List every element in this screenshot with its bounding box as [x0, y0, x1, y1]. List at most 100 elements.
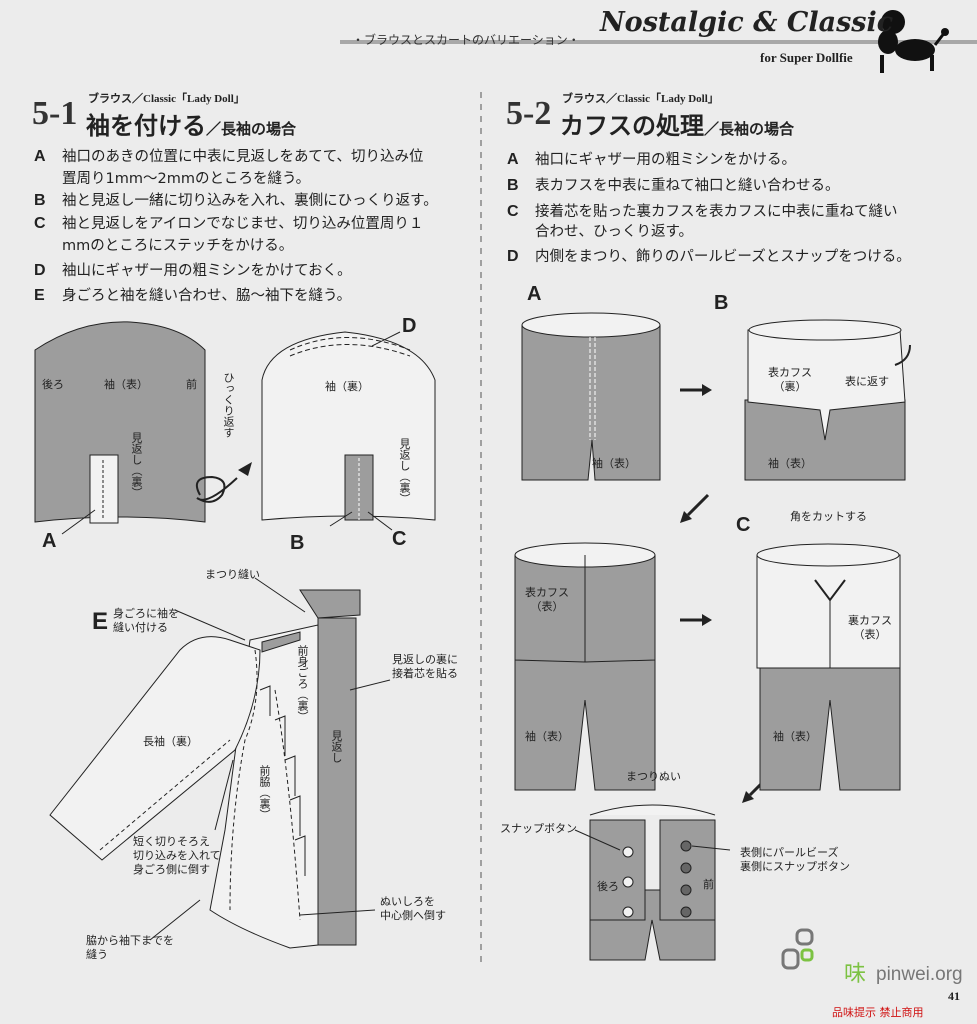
label-sleeve: 袖（表） — [768, 457, 812, 470]
page-number: 41 — [948, 989, 960, 1003]
step-c: C 袖と見返しをアイロンでなじませ、切り込み位置周り１ mmのところにステッチを… — [34, 214, 474, 258]
header-rule — [340, 40, 977, 44]
label-long-sleeve: 長袖（裏） — [143, 735, 198, 748]
section-title: 袖を付ける／長袖の場合 — [86, 106, 296, 141]
step-text: 表カフスを中表に重ねて袖口と縫い合わせる。 — [535, 178, 840, 194]
label-line: 身ごろに袖を — [113, 607, 179, 620]
marker-a: A — [42, 530, 57, 552]
marker-c: C — [736, 514, 751, 536]
label-sleeve-front: 袖（表） — [104, 378, 148, 391]
snap-button-icons — [622, 846, 634, 918]
step-text: 置周り1mm〜2mmのところを縫う。 — [62, 171, 311, 187]
brand-subtitle: for Super Dollfie — [760, 50, 853, 65]
label-turn-over: ひっくり返す — [222, 372, 235, 438]
label-sleeve: 袖（表） — [525, 730, 569, 743]
marker-e: E — [92, 608, 109, 635]
label-interfacing: 見返しの裏に接着芯を貼る — [392, 653, 458, 681]
watermark-logo-icon — [781, 928, 814, 970]
step-b: B 袖と見返し一緒に切り込みを入れ、裏側にひっくり返す。 — [34, 191, 474, 213]
marker-b: B — [714, 292, 729, 314]
step-text: 内側をまつり、飾りのパールビーズとスナップをつける。 — [535, 249, 911, 265]
label-blind-stitch: まつり縫い — [205, 568, 260, 581]
step-b: B 表カフスを中表に重ねて袖口と縫い合わせる。 — [507, 176, 957, 198]
label-facing-strip: 見返し — [330, 730, 343, 763]
label-sew-side: 脇から袖下までを縫う — [86, 934, 174, 962]
step-letter: B — [507, 177, 519, 194]
label-sleeve: 袖（表） — [773, 730, 817, 743]
label-cut-corner: 角をカットする — [790, 510, 867, 523]
step-text: 袖口にギャザー用の粗ミシンをかける。 — [535, 152, 796, 168]
section-number: 5-2 — [506, 95, 552, 132]
section-title-main: 袖を付ける — [86, 112, 206, 140]
label-back: 後ろ — [597, 880, 619, 893]
facing-shape — [89, 454, 119, 524]
label-sleeve: 袖（表） — [592, 457, 636, 470]
section-kicker: ブラウス／Classic「Lady Doll」 — [88, 93, 245, 105]
label-cuff: 表カフス（裏） — [768, 366, 812, 394]
watermark-logo-char: 味 — [844, 961, 867, 986]
label-front: 前 — [186, 378, 197, 391]
label-line: 表カフス — [768, 366, 812, 379]
sleeve-right-side-shape — [34, 321, 206, 523]
turn-arrow-icon — [196, 475, 238, 503]
label-line: （表） — [530, 600, 564, 613]
label-flip: 表に返す — [845, 375, 889, 388]
label-line: （表） — [853, 628, 887, 641]
step-text: 袖と見返し一緒に切り込みを入れ、裏側にひっくり返す。 — [62, 193, 438, 209]
step-letter: A — [34, 148, 46, 165]
series-title: ・ブラウスとスカートのバリエーション・ — [352, 33, 580, 47]
label-line: 裏側にスナップボタン — [740, 860, 850, 873]
section-title-sub: ／長袖の場合 — [704, 120, 795, 138]
cuff-c2-shape — [756, 554, 901, 669]
label-line: 縫う — [86, 948, 108, 961]
pearl-bead-icons — [680, 840, 692, 918]
label-seam-allowance: ぬいしろを中心側へ倒す — [380, 895, 446, 923]
label-cuff: 表カフス（表） — [525, 586, 569, 614]
step-letter: C — [34, 215, 46, 232]
step-letter: E — [34, 287, 45, 304]
label-facing: 見返し（裏） — [398, 438, 411, 504]
step-d: D 袖山にギャザー用の粗ミシンをかけておく。 — [34, 261, 474, 283]
collar-shape — [299, 589, 361, 619]
section-title: カフスの処理／長袖の場合 — [560, 106, 794, 141]
label-blind-stitch: まつりぬい — [626, 770, 681, 783]
label-pearl: 表側にパールビーズ裏側にスナップボタン — [740, 846, 850, 874]
section-title-main: カフスの処理 — [560, 112, 704, 140]
label-line: 中心側へ倒す — [380, 909, 446, 922]
label-front-bodice: 前身ごろ（裏） — [296, 645, 309, 722]
label-facing: 見返し（裏） — [130, 432, 143, 498]
step-e: E 身ごろと袖を縫い合わせ、脇〜袖下を縫う。 — [34, 286, 474, 308]
marker-d: D — [402, 315, 417, 337]
label-line: 裏カフス — [848, 614, 892, 627]
step-letter: C — [507, 203, 519, 220]
step-text: 袖口のあきの位置に中表に見返しをあてて、切り込み位 — [62, 149, 424, 165]
front-bodice-shape — [209, 624, 319, 949]
label-cuff: 裏カフス（表） — [848, 614, 892, 642]
facing-strip-shape — [317, 617, 357, 946]
step-text: 袖と見返しをアイロンでなじませ、切り込み位置周り１ — [62, 216, 424, 232]
label-line: 見返しの裏に — [392, 653, 458, 666]
section-title-sub: ／長袖の場合 — [206, 120, 297, 138]
label-line: 縫い付ける — [113, 621, 168, 634]
label-line: 表カフス — [525, 586, 569, 599]
brand-title: Nostalgic & Classic — [600, 7, 894, 38]
label-line: 脇から袖下までを — [86, 934, 174, 947]
step-letter: D — [34, 262, 46, 279]
step-c: C 接着芯を貼った裏カフスを表カフスに中表に重ねて縫い 合わせ、ひっくり返す。 — [507, 202, 957, 246]
label-line: （裏） — [773, 380, 807, 393]
marker-a: A — [527, 283, 542, 305]
step-letter: B — [34, 192, 46, 209]
step-text: mmのところにステッチをかける。 — [62, 238, 294, 254]
step-letter: D — [507, 248, 519, 265]
section-kicker: ブラウス／Classic「Lady Doll」 — [562, 93, 719, 105]
label-trim: 短く切りそろえ切り込みを入れて身ごろ側に倒す — [133, 835, 221, 877]
step-a: A 袖口のあきの位置に中表に見返しをあてて、切り込み位 置周り1mm〜2mmのと… — [34, 147, 474, 191]
watermark-notice: 品味提示 禁止商用 — [832, 1006, 924, 1019]
label-front: 前 — [703, 878, 714, 891]
step-a: A 袖口にギャザー用の粗ミシンをかける。 — [507, 150, 957, 172]
step-text: 接着芯を貼った裏カフスを表カフスに中表に重ねて縫い — [535, 204, 898, 220]
label-snap: スナップボタン — [500, 822, 577, 835]
cuff-a-sleeve-shape — [521, 324, 661, 481]
label-line: ぬいしろを — [380, 895, 435, 908]
